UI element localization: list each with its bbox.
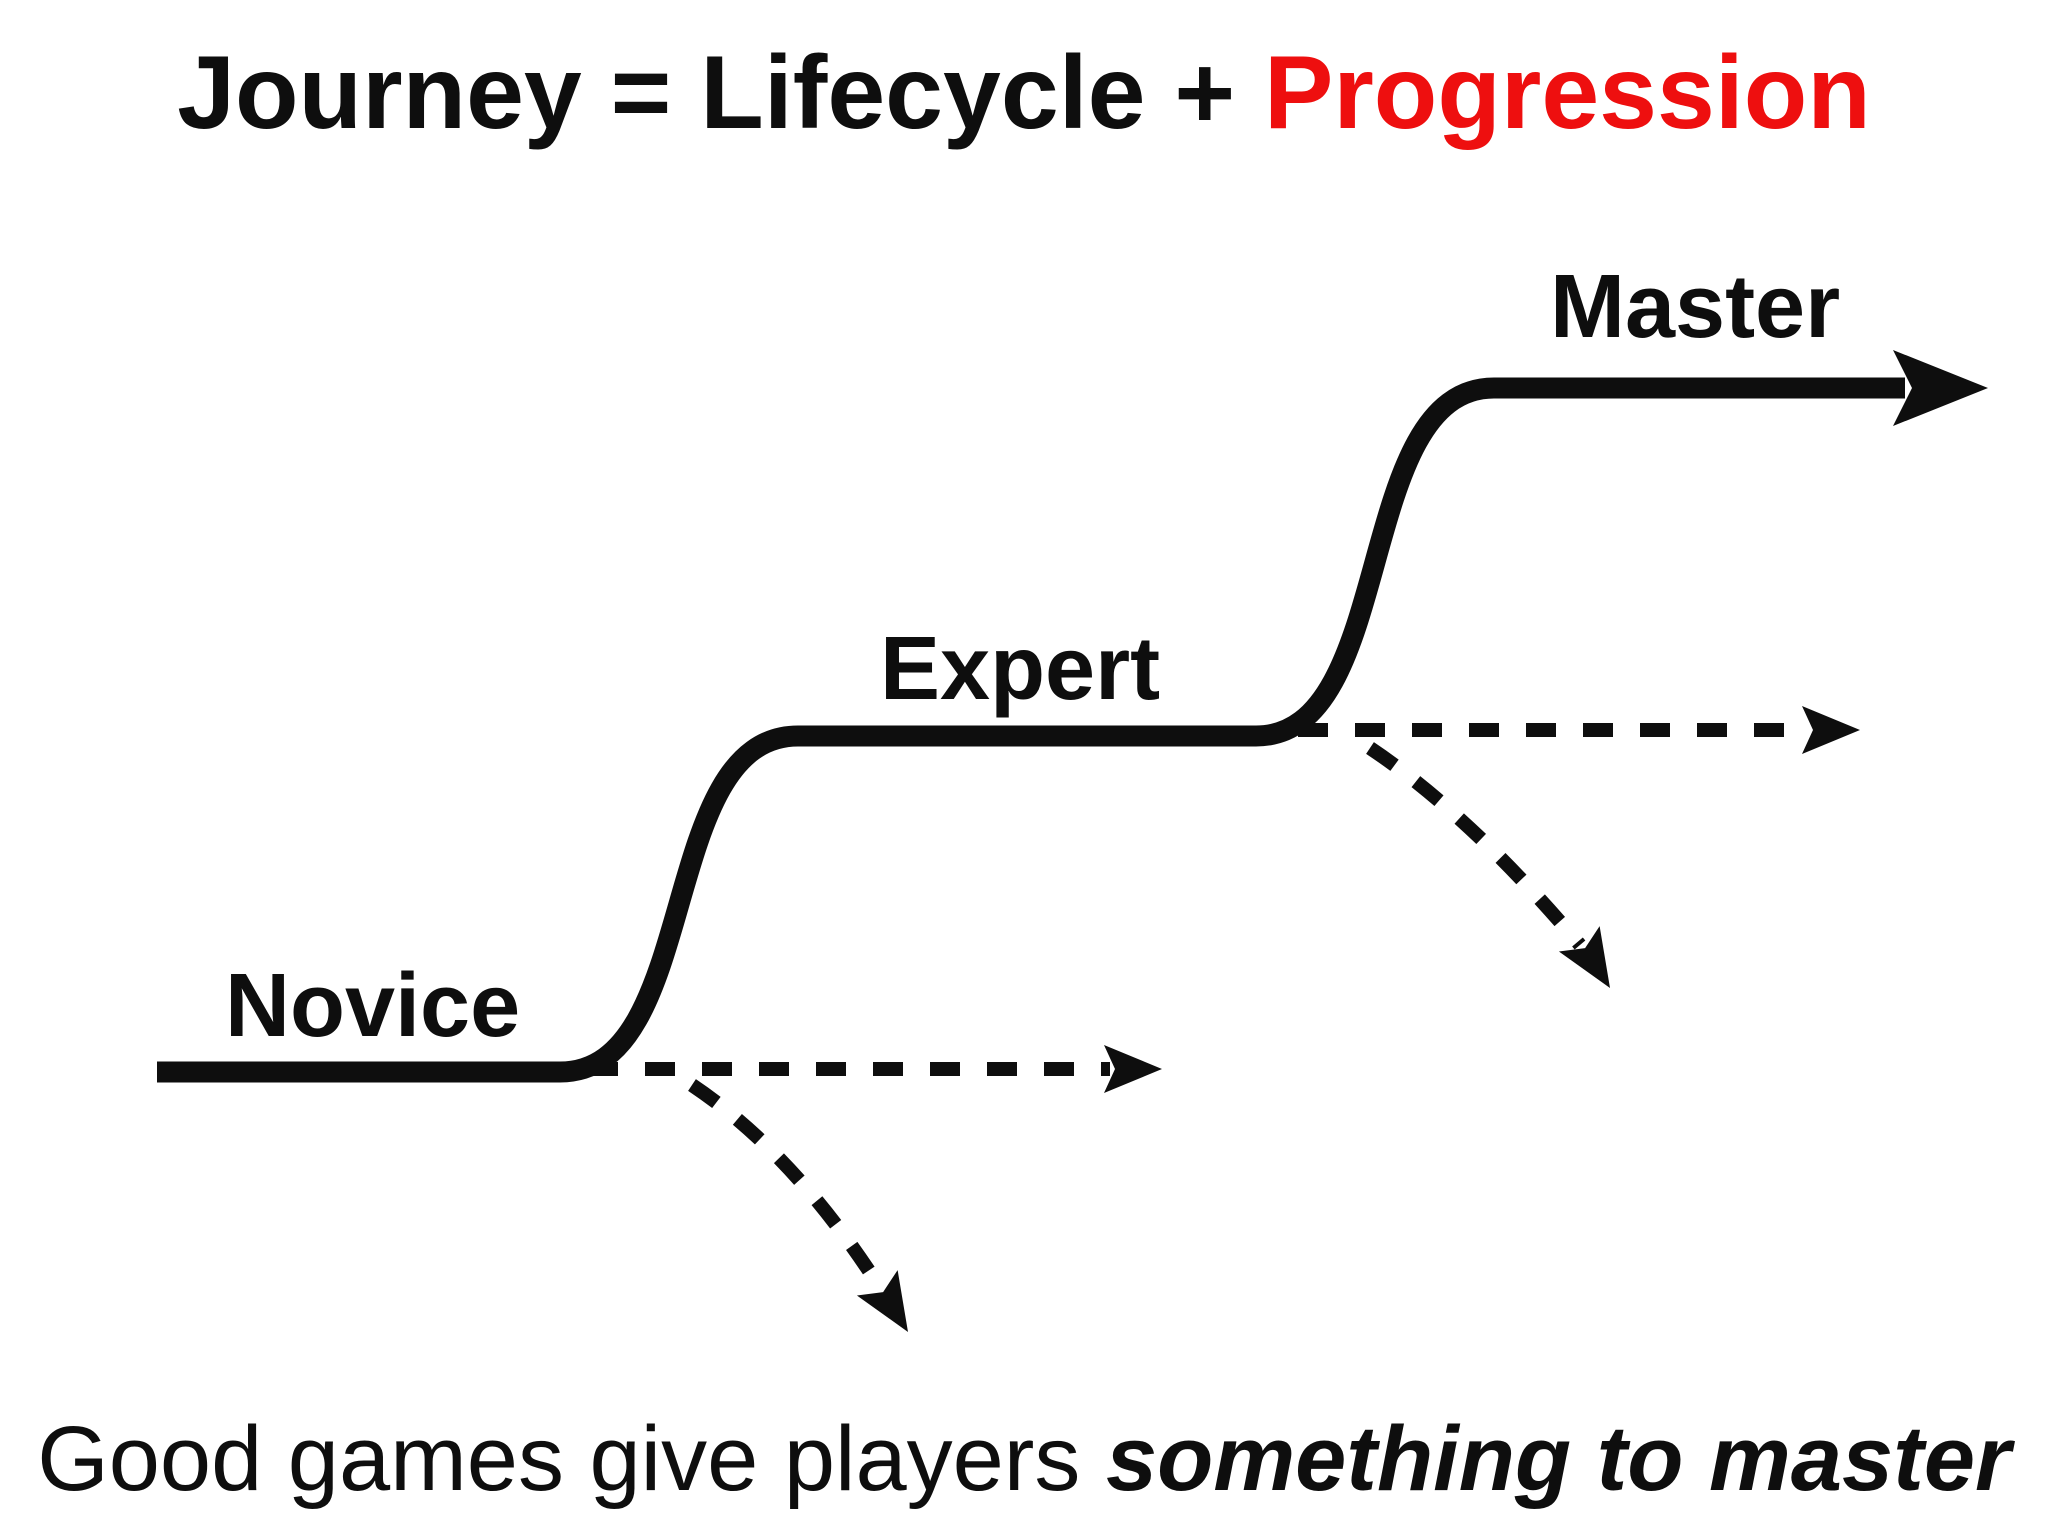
novice-dropoff-dashed-curve [688, 1079, 883, 1287]
novice-dropoff-arrowhead-icon [856, 1270, 929, 1345]
title-prefix: Journey = Lifecycle + [177, 35, 1264, 151]
novice-plateau-arrowhead-icon [1104, 1045, 1162, 1093]
stage-label-expert: Expert [880, 619, 1161, 719]
journey-curve [157, 377, 1905, 1083]
expert-plateau-arrowhead-icon [1802, 706, 1860, 754]
expert-dropoff-arrowhead-icon [1558, 926, 1631, 1001]
caption: Good games give players something to mas… [0, 1413, 2048, 1505]
title-highlight: Progression [1263, 35, 1871, 151]
caption-emphasis: something to master [1105, 1408, 2011, 1510]
stage-label-novice: Novice [225, 956, 521, 1056]
page-title: Journey = Lifecycle + Progression [0, 34, 2048, 153]
stage-label-master: Master [1550, 257, 1841, 357]
caption-lead: Good games give players [37, 1408, 1106, 1510]
journey-arrowhead-icon [1893, 350, 1988, 426]
expert-dropoff-dashed-curve [1366, 742, 1586, 950]
